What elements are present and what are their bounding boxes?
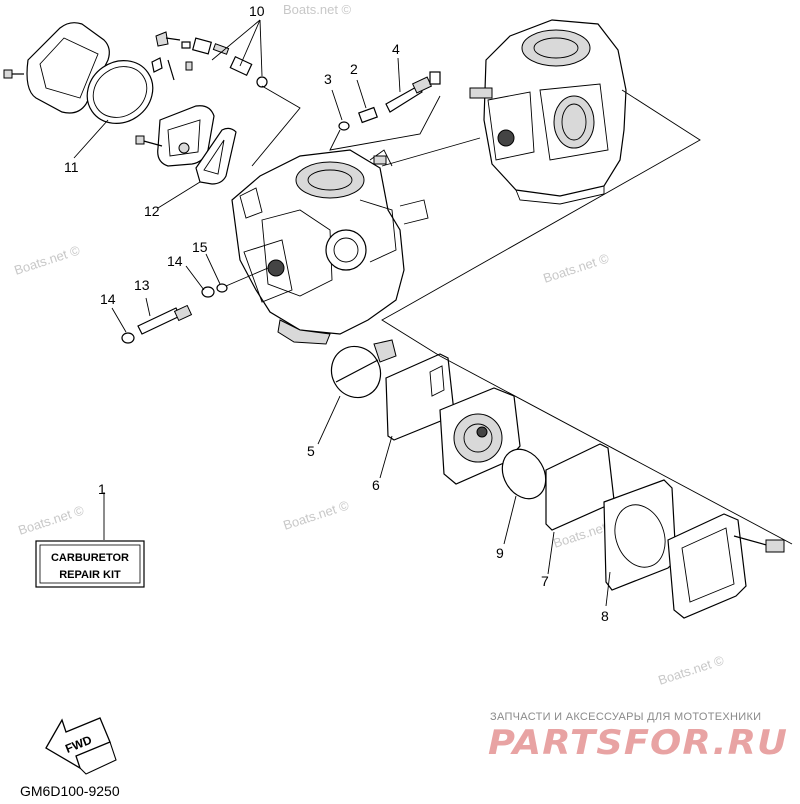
- part-label-13: 13: [134, 277, 150, 293]
- part-label-7: 7: [541, 573, 549, 589]
- watermark: Boats.net ©: [656, 652, 726, 687]
- part-label-2: 2: [350, 61, 358, 77]
- repair-kit-box: CARBURETOR REPAIR KIT: [35, 540, 145, 588]
- small-parts-10: [151, 31, 268, 88]
- part-label-5: 5: [307, 443, 315, 459]
- part-label-9: 9: [496, 545, 504, 561]
- diaphragm-cover-group: [3, 22, 237, 185]
- part-label-14: 14: [100, 291, 116, 307]
- assembly-guide-lines: [225, 85, 793, 545]
- kit-line-2: REPAIR KIT: [59, 569, 121, 581]
- part-label-12: 12: [144, 203, 160, 219]
- part-label-4: 4: [392, 41, 400, 57]
- part-label-10: 10: [249, 3, 265, 19]
- part-labels: 1 2 3 4 5 6 7 8 9 10 11 12 13 14 14 15: [64, 3, 609, 624]
- fwd-arrow-icon: FWD: [45, 717, 117, 775]
- part-label-11: 11: [64, 159, 79, 175]
- promo-tagline: ЗАПЧАСТИ И АКСЕССУАРЫ ДЛЯ МОТОТЕХНИКИ: [490, 711, 761, 723]
- watermark: Boats.net ©: [12, 242, 82, 277]
- part-label-14: 14: [167, 253, 183, 269]
- watermark: Boats.net ©: [16, 502, 86, 537]
- part-label-8: 8: [601, 608, 609, 624]
- leader-lines: [73, 19, 611, 607]
- part-label-15: 15: [192, 239, 208, 255]
- small-parts-13-14-15: [121, 283, 228, 344]
- promo-brand: PARTSFOR.RU: [488, 723, 788, 763]
- carburetor-front: [231, 149, 429, 345]
- part-label-6: 6: [372, 477, 380, 493]
- part-label-3: 3: [324, 71, 332, 87]
- carburetor-rear: [469, 19, 627, 205]
- watermark: Boats.net ©: [541, 250, 611, 285]
- watermark: Boats.net ©: [281, 497, 351, 532]
- small-parts-2-3-4: [338, 71, 441, 131]
- diagram-code: GM6D100-9250: [20, 783, 120, 799]
- kit-line-1: CARBURETOR: [51, 552, 129, 564]
- gasket-chain: [330, 339, 785, 619]
- watermark: Boats.net ©: [283, 2, 352, 17]
- part-label-1: 1: [98, 481, 106, 497]
